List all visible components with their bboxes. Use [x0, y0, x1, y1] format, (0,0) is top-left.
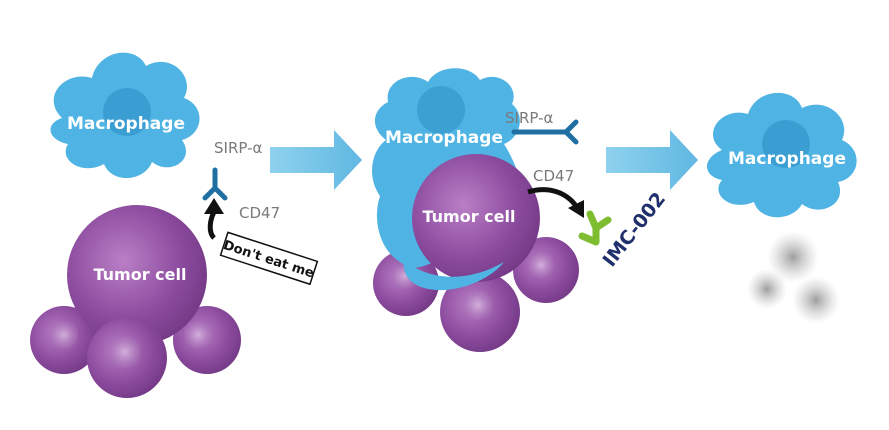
tumor-cell-label: Tumor cell	[94, 265, 187, 284]
tumor-nucleus	[109, 336, 141, 368]
tumor-nucleus	[528, 252, 554, 278]
cd47-label: CD47	[239, 204, 280, 222]
progression-arrow	[606, 130, 698, 190]
tumor-cell-label: Tumor cell	[423, 207, 516, 226]
sirp-alpha-label: SIRP-α	[214, 139, 262, 157]
panel-2: Macrophage Tumor cell SIRP-α CD47 IMC-00…	[372, 68, 670, 352]
tumor-debris	[747, 269, 787, 309]
dont-eat-me-tag: Don't eat me	[219, 231, 319, 286]
macrophage-label: Macrophage	[385, 128, 503, 148]
macrophage-nucleus	[417, 86, 465, 134]
macrophage-nucleus	[762, 120, 810, 168]
cd47-arrowhead	[568, 200, 584, 218]
tumor-debris	[767, 231, 819, 283]
macrophage-label: Macrophage	[728, 149, 846, 169]
tumor-nucleus	[184, 321, 212, 349]
cd47-label: CD47	[533, 167, 574, 185]
imc-002-label: IMC-002	[599, 188, 670, 271]
imc-002-antibody	[578, 210, 612, 246]
macrophage-engulf-arm	[403, 260, 504, 291]
tumor-debris	[792, 276, 840, 324]
sirp-alpha-receptor	[511, 119, 579, 145]
cd47-binding-arrow	[527, 187, 579, 208]
panel-1: Macrophage SIRP-α CD47 Tumor cell Don't …	[30, 52, 319, 398]
sirp-alpha-label: SIRP-α	[505, 109, 553, 127]
cd47-signal-arrow	[207, 210, 217, 240]
tumor-nucleus	[463, 290, 493, 320]
tumor-cell-main	[67, 205, 207, 345]
panel-3: Macrophage	[707, 92, 857, 324]
cd47-arrowhead	[204, 198, 224, 214]
tumor-cell-main	[412, 154, 540, 282]
sirp-alpha-receptor	[202, 167, 228, 201]
macrophage-nucleus	[103, 88, 151, 136]
tumor-nucleus	[50, 321, 78, 349]
progression-arrow	[270, 130, 362, 190]
macrophage-label: Macrophage	[67, 114, 185, 134]
